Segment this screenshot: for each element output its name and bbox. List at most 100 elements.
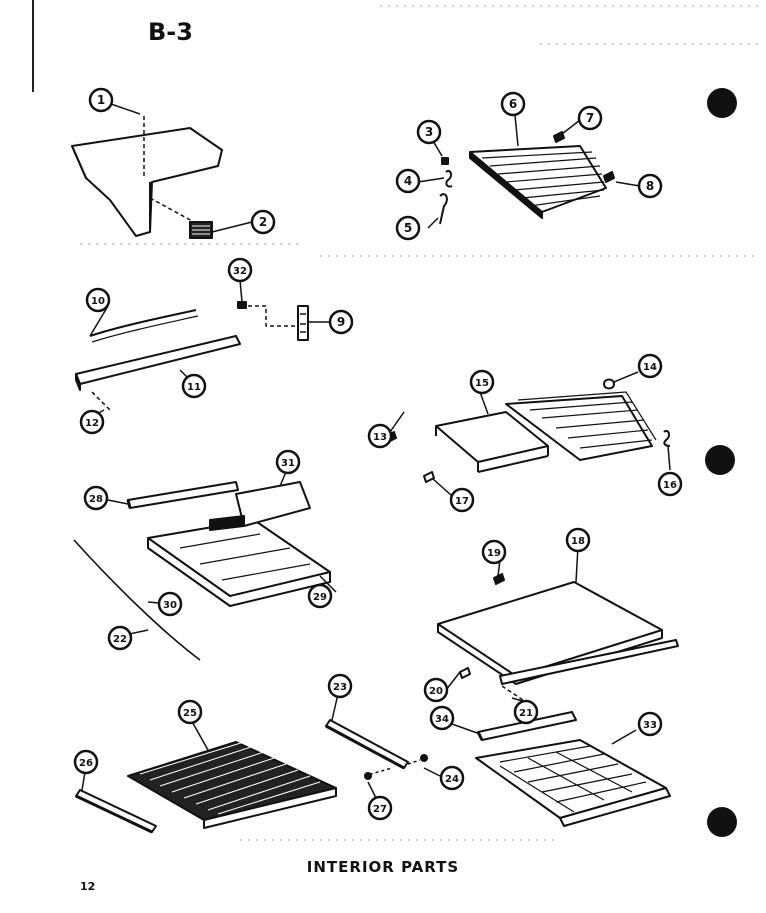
callout-label: 10: [91, 296, 105, 307]
clip-19: [493, 573, 505, 585]
crisper-cover-part: [147, 519, 331, 607]
registration-dot-3: [707, 807, 737, 837]
clip-14: [603, 378, 615, 390]
cover-rail-part: [126, 481, 239, 509]
callout-bubbles: 1234567891011121314151617181920212223242…: [73, 87, 683, 821]
callout-27: 27: [367, 795, 393, 821]
screw-24: [420, 754, 428, 762]
callout-label: 32: [233, 266, 247, 277]
callout-label: 24: [445, 774, 459, 785]
callout-30: 30: [157, 591, 183, 617]
callout-23: 23: [327, 673, 353, 699]
callout-17: 17: [449, 487, 475, 513]
callout-1: 1: [88, 87, 114, 113]
trim-bar-part: [75, 335, 241, 391]
callout-label: 33: [643, 720, 657, 731]
callout-label: 26: [79, 758, 93, 769]
callout-label: 20: [429, 686, 443, 697]
callout-label: 15: [475, 378, 489, 389]
shelf-hook-5: [439, 193, 448, 225]
callout-label: 17: [455, 496, 469, 507]
callout-2: 2: [250, 209, 276, 235]
clip-20: [459, 667, 471, 679]
glass-shelf-part: [437, 581, 679, 685]
callout-label: 28: [89, 494, 103, 505]
callout-22: 22: [107, 625, 133, 651]
callout-31: 31: [275, 449, 301, 475]
callout-25: 25: [177, 699, 203, 725]
screw-32: [237, 301, 247, 309]
shelf-clip-8: [603, 171, 615, 183]
callout-label: 13: [373, 432, 387, 443]
shelf-clip-7: [553, 131, 565, 143]
callout-6: 6: [500, 91, 526, 117]
top-shelf-part: [469, 145, 607, 219]
callout-29: 29: [307, 583, 333, 609]
callout-18: 18: [565, 527, 591, 553]
callout-8: 8: [637, 173, 663, 199]
gasket-strip-part: [89, 309, 197, 337]
scan-noise: [80, 5, 760, 841]
callout-label: 5: [404, 221, 412, 235]
leader-lines: [81, 103, 671, 799]
callout-34: 34: [429, 705, 455, 731]
callout-label: 7: [586, 111, 594, 125]
callout-14: 14: [637, 353, 663, 379]
callout-label: 25: [183, 708, 197, 719]
callout-label: 1: [97, 93, 105, 107]
callout-33: 33: [637, 711, 663, 737]
large-wire-shelf-part: [127, 741, 337, 829]
cabinet-corner-part: [71, 127, 223, 237]
callout-11: 11: [181, 373, 207, 399]
callout-26: 26: [73, 749, 99, 775]
callout-label: 27: [373, 804, 387, 815]
callout-15: 15: [469, 369, 495, 395]
callout-label: 6: [509, 97, 517, 111]
clip-17: [423, 471, 435, 483]
footer-title: INTERIOR PARTS: [306, 858, 460, 876]
callout-label: 31: [281, 458, 295, 469]
callout-label: 30: [163, 600, 177, 611]
callout-19: 19: [481, 539, 507, 565]
shelf-frame-part: [435, 411, 549, 473]
registration-dot-2: [705, 445, 735, 475]
shelf-slide-part: [75, 789, 157, 834]
callout-9: 9: [328, 309, 354, 335]
light-shield-part: [189, 221, 213, 239]
callout-label: 23: [333, 682, 347, 693]
screw-27: [364, 772, 372, 780]
callout-label: 3: [425, 125, 433, 139]
callout-3: 3: [416, 119, 442, 145]
callout-7: 7: [577, 105, 603, 131]
registration-dot-1: [707, 88, 737, 118]
rail-shelf-part: [475, 739, 671, 827]
glass-edge-strip: [73, 539, 201, 661]
callout-label: 18: [571, 536, 585, 547]
clip-16: [663, 430, 671, 447]
callout-12: 12: [79, 409, 105, 435]
shelf-clip-3: [441, 157, 449, 165]
shelf-spring-4: [445, 170, 453, 188]
cover-support-part: [209, 481, 311, 531]
callout-label: 8: [646, 179, 654, 193]
callout-label: 12: [85, 418, 99, 429]
callout-16: 16: [657, 471, 683, 497]
callout-label: 19: [487, 548, 501, 559]
callout-label: 16: [663, 480, 677, 491]
callout-20: 20: [423, 677, 449, 703]
callout-10: 10: [85, 287, 111, 313]
callout-label: 2: [259, 215, 267, 229]
callout-24: 24: [439, 765, 465, 791]
callout-label: 4: [404, 174, 412, 188]
hinge-bracket-part: [297, 305, 309, 341]
callout-label: 11: [187, 382, 201, 393]
callout-label: 29: [313, 592, 327, 603]
callout-21: 21: [513, 699, 539, 725]
callout-label: 22: [113, 634, 127, 645]
left-margin-rule: [32, 0, 34, 92]
callout-4: 4: [395, 168, 421, 194]
page-number: 12: [80, 880, 96, 893]
callout-label: 21: [519, 708, 533, 719]
callout-label: 14: [643, 362, 657, 373]
